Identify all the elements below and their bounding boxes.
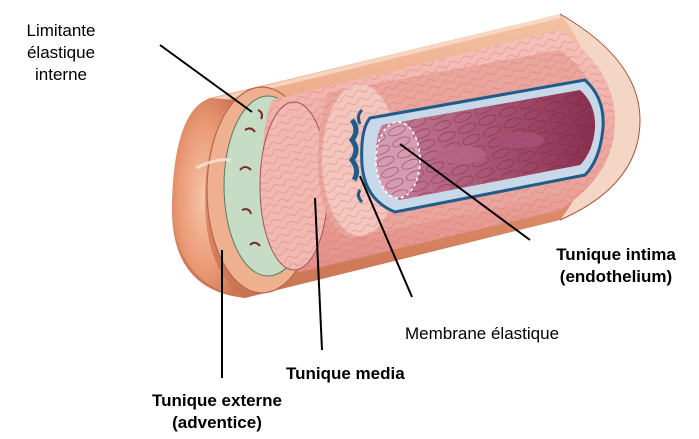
label-tunique-media: Tunique media: [286, 363, 405, 385]
label-externe-line2: (adventice): [122, 412, 312, 434]
label-externe-line1: Tunique externe: [122, 390, 312, 412]
label-intima-line2: (endothelium): [536, 266, 696, 288]
label-tunique-intima: Tunique intima (endothelium): [536, 244, 696, 288]
label-intima-line1: Tunique intima: [536, 244, 696, 266]
label-limitante-line2: élastique: [6, 42, 116, 64]
label-membrane-elastique: Membrane élastique: [405, 323, 559, 345]
label-limitante-line1: Limitante: [6, 20, 116, 42]
label-limitante-line3: interne: [6, 64, 116, 86]
label-tunique-externe: Tunique externe (adventice): [122, 390, 312, 434]
label-limitante: Limitante élastique interne: [6, 20, 116, 86]
